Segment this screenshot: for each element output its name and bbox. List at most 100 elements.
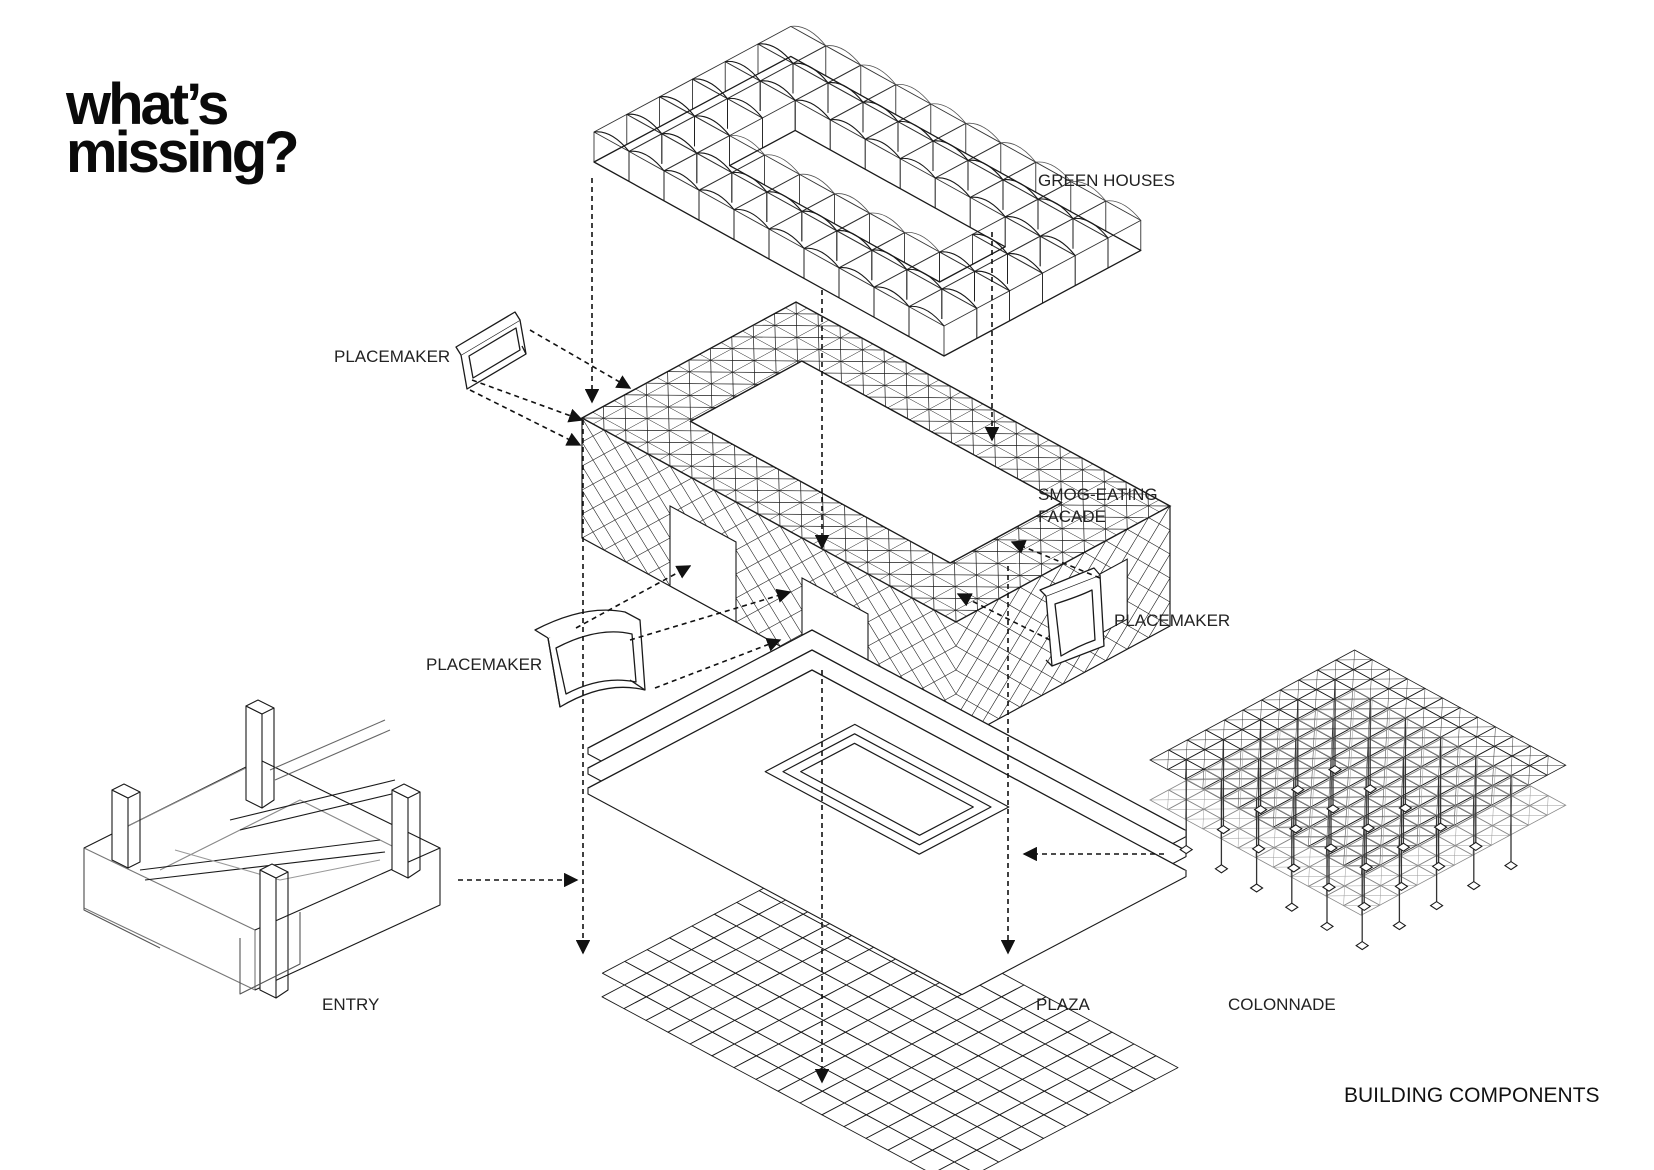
facade-facet [746,472,768,485]
facade-side-facet [998,622,1010,630]
facade-side-facet [757,561,770,581]
colonnade-canopy-facet [1239,798,1241,809]
facade-side-facet [845,585,858,605]
facade-side-facet [592,429,605,437]
facade-side-facet [1009,628,1021,636]
colonnade-canopy-facet [1494,736,1496,747]
facade-side-facet [933,651,946,659]
colonnade-canopy-facet [1528,805,1530,816]
colonnade-column-base [1320,921,1334,932]
colonnade-canopy-facet [1417,815,1419,826]
colonnade-canopy-facet [1204,749,1206,760]
colonnade-canopy-facet [1423,698,1425,709]
facade-side-facet [658,465,671,473]
facade-side-facet [724,525,737,533]
facade-side-facet [1159,601,1171,620]
facade-side-facet [669,483,682,491]
colonnade-canopy-facet [1420,796,1422,807]
facade-side-facet [625,459,638,467]
colonnade-canopy-facet [1440,717,1442,728]
facade-facet [1051,546,1074,559]
colonnade-canopy-facet [1275,758,1277,769]
colonnade-canopy-facet [1314,718,1316,729]
facade-side-facet [845,561,858,581]
facade-side-facet [735,591,748,599]
facade-facet [680,436,702,449]
facade-side-facet [1137,565,1149,584]
colonnade-canopy-facet [1310,797,1312,808]
colonnade-canopy-facet [1458,757,1460,768]
facade-side-facet [878,633,891,641]
facade-facet [986,533,1009,546]
colonnade-canopy-facet [1313,738,1315,749]
facade-side-facet [1126,535,1139,554]
facade-side-facet [614,513,627,521]
facade-side-facet [900,621,913,629]
colonnade-column-base [1433,822,1448,832]
facade-side-facet [911,663,924,671]
colonnade-canopy-facet [1388,718,1390,729]
label-smog-eating-line-1: SMOG-EATING [1038,485,1158,504]
facade-side-facet [922,615,935,635]
facade-side-facet [1020,682,1032,690]
colonnade-canopy-facet [1277,759,1279,770]
facade-side-facet [889,627,902,635]
facade-facet [852,367,874,380]
colonnade-canopy-facet [1361,845,1363,856]
facade-side-facet [911,615,924,623]
facade-side-facet [1148,541,1160,549]
facade-facet [636,412,658,425]
facade-side-facet [746,615,759,635]
facade-side-facet [966,675,978,683]
greenhouse-vault [663,170,700,191]
facade-side-facet [823,549,836,569]
facade-side-facet [998,652,1010,671]
facade-side-facet [614,489,627,497]
colonnade-canopy-facet [1422,717,1424,728]
facade-side-facet [636,525,649,533]
colonnade-canopy-facet [1405,708,1407,719]
colonnade-canopy-facet [1403,747,1405,758]
facade-side-facet [691,477,704,497]
facade-side-facet [647,519,660,527]
facade-side-facet [966,627,978,635]
facade-side-facet [636,477,649,485]
facade-side-facet [1009,683,1021,702]
colonnade-canopy-facet [1477,757,1479,768]
colonnade-canopy-facet [1476,726,1478,737]
facade-side-facet [713,507,726,515]
facade-facet [679,389,701,402]
facade-side-facet [1137,613,1149,632]
colonnade-canopy-facet [1346,836,1348,847]
colonnade-canopy-facet [1311,777,1313,788]
facade-side-facet [735,519,748,527]
colonnade-canopy-facet [1512,776,1514,787]
facade-side-facet [581,441,594,461]
colonnade-canopy-facet [1351,729,1353,740]
colonnade-canopy-facet [1310,837,1312,848]
colonnade-canopy-facet [1272,857,1274,868]
facade-side-facet [735,525,748,545]
facade-side-facet [614,441,627,449]
colonnade-canopy-facet [1204,739,1206,750]
colonnade-canopy-facet [1311,807,1313,818]
greenhouse-vault [838,267,875,288]
facade-side-facet [1030,665,1042,672]
facade-side-facet [757,603,770,611]
greenhouse-base-inner [728,129,1006,283]
colonnade-column-base [1466,880,1481,891]
colonnade-canopy-facet [1351,738,1353,749]
colonnade-canopy-facet [1238,818,1240,829]
facade-side-facet [1073,665,1085,673]
facade-side-facet [1137,541,1149,560]
facade-side-facet [790,561,803,569]
facade-side-facet [1009,604,1021,612]
facade-side-facet [900,669,913,677]
facade-side-facet [790,543,803,563]
facade-facet [786,354,809,368]
facade-facet [1007,522,1030,535]
facade-facet [636,436,659,449]
colonnade-canopy-facet [1441,707,1443,718]
facade-side-facet [603,525,616,545]
colonnade-canopy-facet [1458,727,1460,738]
